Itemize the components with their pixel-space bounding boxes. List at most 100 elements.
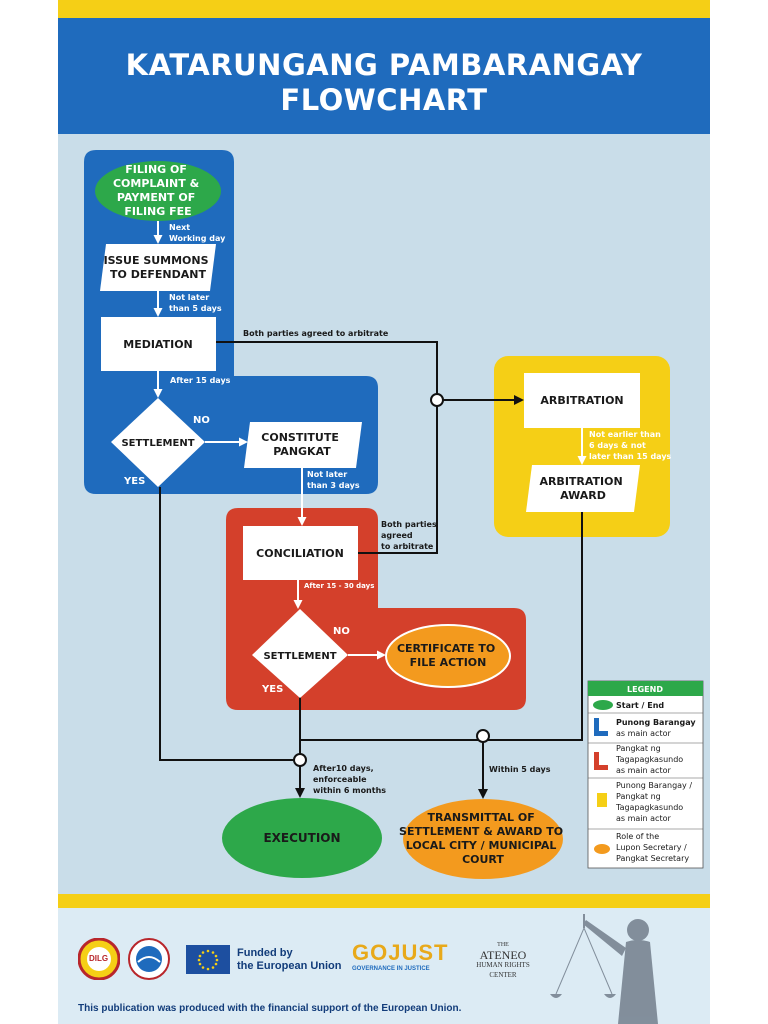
svg-text:Not later than 3 days: Not later than 3 days bbox=[307, 470, 360, 490]
transmittal-line-2: SETTLEMENT & AWARD TO bbox=[399, 825, 563, 838]
award-line-2: AWARD bbox=[560, 489, 606, 502]
legend-item-3-line-3: as main actor bbox=[616, 766, 671, 775]
pangkat-node bbox=[244, 422, 362, 468]
certificate-line-1: CERTIFICATE TO bbox=[397, 642, 495, 655]
legend-title: LEGEND bbox=[627, 685, 663, 694]
legend-item-1: Start / End bbox=[616, 701, 664, 710]
next-working-day-2: Working day bbox=[169, 234, 226, 243]
mediation-to-junction-line bbox=[216, 341, 438, 400]
conciliation-label: CONCILIATION bbox=[256, 547, 344, 560]
footer: DILG Funded by the European Union GOJUST… bbox=[58, 908, 710, 1024]
settlement1-node bbox=[111, 398, 205, 487]
filing-node bbox=[95, 161, 221, 221]
mediation-node bbox=[101, 317, 216, 371]
legend-item-2-line-1: Punong Barangay bbox=[616, 718, 696, 727]
settlement2-label: SETTLEMENT bbox=[263, 651, 336, 662]
ateneo-line-4: CENTER bbox=[489, 971, 517, 979]
conciliation-node bbox=[243, 526, 358, 580]
svg-text:Pangkat ng Tagapagkas: Pangkat ng Tagapagkasundo as main actor bbox=[615, 744, 686, 775]
lady-justice-icon bbox=[550, 914, 658, 1024]
within-5-label: Within 5 days bbox=[489, 765, 551, 774]
not-later-5-2: than 5 days bbox=[169, 304, 222, 313]
pangkat-line-2: PANGKAT bbox=[273, 445, 331, 458]
dilg-label: DILG bbox=[89, 954, 109, 963]
not-earlier-1: Not earlier than bbox=[589, 430, 661, 439]
bottom-yellow-band bbox=[58, 894, 710, 908]
eu-flag-icon bbox=[186, 945, 230, 974]
after-15-30-label: After 15 - 30 days bbox=[304, 582, 374, 590]
next-working-day-1: Next bbox=[169, 223, 190, 232]
top-yellow-band bbox=[58, 0, 710, 18]
legend-orange-swatch bbox=[594, 844, 610, 854]
svg-text:FILING OF COMPLAINT &: FILING OF COMPLAINT & PAYMENT OF FILING … bbox=[113, 163, 203, 218]
header-banner: KATARUNGANG PAMBARANGAY FLOWCHART bbox=[58, 18, 710, 134]
award-line-1: ARBITRATION bbox=[539, 475, 622, 488]
legend-item-2-line-2: as main actor bbox=[616, 729, 671, 738]
legend-item-5-line-2: Lupon Secretary / bbox=[616, 843, 687, 852]
no2-label: NO bbox=[333, 626, 350, 637]
svg-text:CONSTITUTE PANGKAT: CONSTITUTE PANGKAT bbox=[261, 431, 342, 458]
filing-line-2: COMPLAINT & bbox=[113, 177, 200, 190]
svg-text:CERTIFICATE TO FILE ACTI: CERTIFICATE TO FILE ACTION bbox=[397, 642, 499, 669]
legend-yellow-swatch bbox=[597, 793, 607, 807]
eu-text-line-1: Funded by bbox=[237, 947, 293, 959]
svg-text:Not earlier than 6 days: Not earlier than 6 days & not later than… bbox=[589, 430, 672, 461]
transmittal-line-3: LOCAL CITY / MUNICIPAL bbox=[406, 839, 557, 852]
svg-text:Not later than 5 days: Not later than 5 days bbox=[169, 293, 222, 313]
ateneo-line-3: HUMAN RIGHTS bbox=[476, 961, 530, 969]
ateneo-name: ATENEO bbox=[479, 948, 527, 962]
settlement2-node bbox=[252, 609, 348, 698]
poster: KATARUNGANG PAMBARANGAY FLOWCHART bbox=[58, 0, 710, 1024]
arbitrate-junction bbox=[430, 393, 444, 407]
legend-item-5-line-3: Pangkat Secretary bbox=[616, 854, 689, 863]
legend-blue-swatch bbox=[594, 718, 608, 736]
not-earlier-2: 6 days & not bbox=[589, 441, 646, 450]
flowchart: FILING OF COMPLAINT & PAYMENT OF FILING … bbox=[84, 150, 704, 879]
both-agreed-2-line-3: to arbitrate bbox=[381, 542, 434, 551]
mediation-label: MEDIATION bbox=[123, 338, 193, 351]
filing-line-3: PAYMENT OF bbox=[117, 191, 195, 204]
svg-text:After10 days, enforceabl: After10 days, enforceable within 6 month… bbox=[313, 764, 386, 795]
legend-item-4-line-1: Punong Barangay / bbox=[616, 781, 692, 790]
gojust-logo-text: GOJUST bbox=[352, 940, 449, 965]
svg-text:ISSUE SUMMONS TO DEFENDA: ISSUE SUMMONS TO DEFENDANT bbox=[104, 254, 213, 281]
summons-line-1: ISSUE SUMMONS bbox=[104, 254, 209, 267]
legend-item-3-line-2: Tagapagkasundo bbox=[615, 755, 683, 764]
settlement1-yes-line bbox=[159, 487, 300, 761]
summons-line-2: TO DEFENDANT bbox=[110, 268, 206, 281]
svg-text:Both parties agreed: Both parties agreed to arbitrate bbox=[381, 520, 440, 551]
both-agreed-arbitrate-label: Both parties agreed to arbitrate bbox=[243, 329, 389, 338]
title-line-1: KATARUNGANG PAMBARANGAY bbox=[125, 48, 643, 82]
conciliation-to-junction-line bbox=[330, 400, 438, 554]
legend-item-4-line-3: Tagapagkasundo bbox=[615, 803, 683, 812]
not-later-5-1: Not later bbox=[169, 293, 209, 302]
both-agreed-2-line-1: Both parties bbox=[381, 520, 437, 529]
transmittal-line-4: COURT bbox=[462, 853, 504, 866]
pangkat-line-1: CONSTITUTE bbox=[261, 431, 339, 444]
svg-text:Next Working day: Next Working day bbox=[169, 223, 226, 243]
execution-node bbox=[222, 798, 382, 878]
transmittal-line-1: TRANSMITTAL OF bbox=[427, 811, 534, 824]
not-later-3-1: Not later bbox=[307, 470, 347, 479]
after-10-line-2: enforceable bbox=[313, 775, 367, 784]
svg-text:Punong Barangay / Pang: Punong Barangay / Pangkat ng Tagapagkasu… bbox=[615, 781, 695, 823]
dilg-seal-icon bbox=[78, 938, 120, 980]
transmittal-node bbox=[403, 799, 563, 879]
funding-note: This publication was produced with the f… bbox=[78, 1003, 462, 1014]
legend-start-end-swatch bbox=[593, 700, 613, 710]
filing-line-1: FILING OF bbox=[125, 163, 187, 176]
legend-item-4-line-2: Pangkat ng bbox=[616, 792, 661, 801]
svg-text:ARBITRATION AWARD: ARBITRATION AWARD bbox=[539, 475, 626, 502]
arbitration-label: ARBITRATION bbox=[540, 394, 623, 407]
legend: LEGEND Start / End Punong Barangay as ma… bbox=[587, 680, 704, 869]
title-line-2: FLOWCHART bbox=[280, 83, 488, 117]
legend-item-3-line-1: Pangkat ng bbox=[616, 744, 661, 753]
ateneo-the: THE bbox=[497, 942, 509, 948]
after-10-line-3: within 6 months bbox=[313, 786, 386, 795]
after-15-label: After 15 days bbox=[170, 376, 231, 385]
summons-node bbox=[100, 244, 216, 291]
award-line bbox=[300, 512, 583, 741]
after-10-line-1: After10 days, bbox=[313, 764, 374, 773]
award-node bbox=[526, 465, 640, 512]
execution-junction bbox=[293, 753, 307, 767]
